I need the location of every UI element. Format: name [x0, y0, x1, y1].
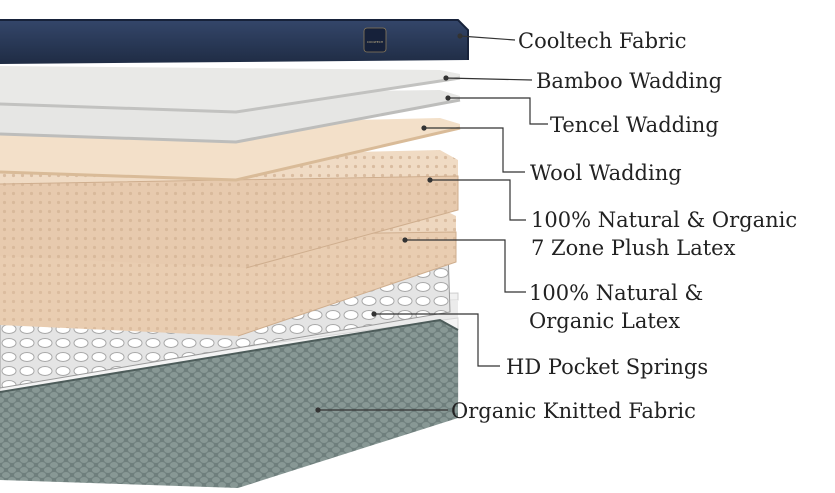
leader-cooltech — [459, 35, 516, 41]
layer-cooltech-fabric: COOLTECH — [0, 19, 469, 64]
label-pocket-springs: HD Pocket Springs — [506, 353, 708, 381]
label-line: 100% Natural & Organic — [531, 208, 798, 232]
leader-dot-knit — [315, 407, 321, 413]
label-line: Tencel Wadding — [550, 113, 719, 137]
leader-wool — [424, 127, 525, 173]
leader-dot-zone-latex — [427, 177, 433, 183]
leader-latex — [405, 239, 526, 293]
leader-dot-bamboo — [443, 75, 449, 81]
leader-bamboo — [445, 77, 533, 81]
label-line: Organic Knitted Fabric — [451, 399, 696, 423]
leader-springs — [374, 313, 500, 367]
leader-zone-latex — [430, 179, 526, 221]
label-bamboo-wadding: Bamboo Wadding — [536, 67, 722, 95]
leader-dot-springs — [371, 311, 377, 317]
label-line: 100% Natural & — [529, 281, 704, 305]
brand-logo-patch — [363, 27, 387, 53]
label-line: Organic Latex — [529, 309, 681, 333]
leader-tencel — [448, 97, 548, 125]
brand-logo-text: COOLTECH — [367, 40, 383, 44]
leader-dot-wool — [421, 125, 427, 131]
layer-bamboo-wadding — [0, 66, 461, 114]
leader-lines — [315, 33, 548, 413]
leader-dot-tencel — [445, 95, 451, 101]
label-line: 7 Zone Plush Latex — [531, 236, 736, 260]
label-tencel-wadding: Tencel Wadding — [550, 111, 719, 139]
label-line: HD Pocket Springs — [506, 355, 709, 379]
label-organic-latex: 100% Natural & Organic Latex — [529, 279, 703, 335]
label-cooltech-fabric: Cooltech Fabric — [518, 27, 687, 55]
label-line: Bamboo Wadding — [536, 69, 723, 93]
label-knitted-fabric: Organic Knitted Fabric — [451, 397, 696, 425]
leader-dot-cooltech — [457, 33, 463, 39]
label-line: Wool Wadding — [530, 161, 682, 185]
label-zone-latex: 100% Natural & Organic 7 Zone Plush Late… — [531, 206, 797, 262]
leader-dot-latex — [402, 237, 408, 243]
label-line: Cooltech Fabric — [518, 29, 687, 53]
label-wool-wadding: Wool Wadding — [530, 159, 682, 187]
